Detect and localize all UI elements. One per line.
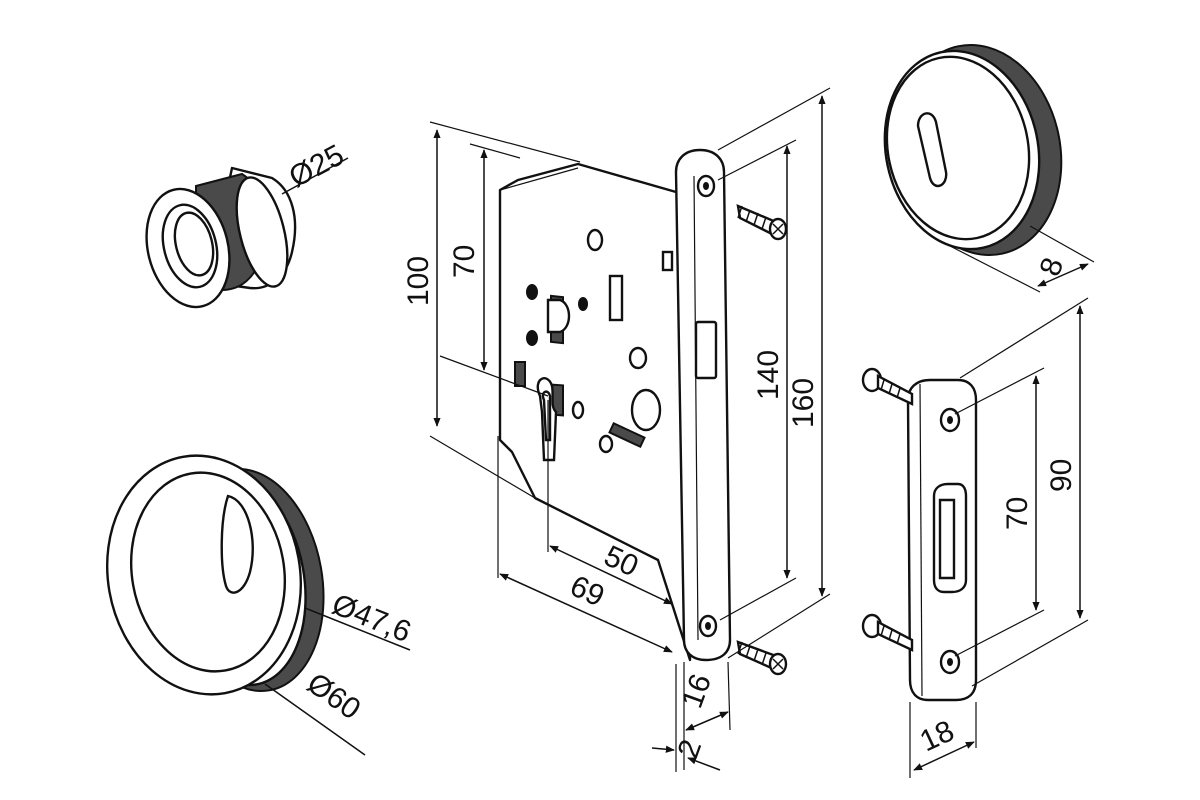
screw-top	[736, 204, 788, 241]
dim-label-strike-hole-spacing: 70	[1001, 497, 1034, 530]
dim-label-faceplate-inner: 140	[752, 350, 785, 400]
slot-rosette-part	[883, 43, 1063, 257]
dim-body-height: 100	[402, 121, 581, 499]
dim-label-strike-height: 90	[1045, 459, 1078, 492]
dim-faceplate-inner: 140	[717, 139, 797, 621]
dim-inner-height: 70	[439, 143, 549, 397]
dim-faceplate-outer: 160	[717, 87, 831, 659]
lock-body-part	[498, 148, 788, 676]
strike-screw-bottom	[861, 613, 914, 652]
dim-label-faceplate-outer: 160	[787, 378, 820, 428]
dim-strike-width: 18	[909, 702, 977, 778]
dim-cyl-diameter: Ø25	[281, 138, 350, 195]
large-rosette-part	[105, 454, 325, 696]
dim-label-inner-diameter: Ø47,6	[327, 588, 415, 649]
strike-plate-part	[861, 367, 978, 702]
dim-strike-hole-spacing: 70	[954, 367, 1045, 657]
dim-label-body-height: 100	[402, 256, 435, 306]
dim-label-rosette-depth: 8	[1034, 253, 1071, 280]
screw-bottom	[736, 640, 788, 676]
strike-screw-top	[861, 367, 914, 406]
dim-label-inner-height: 70	[448, 245, 481, 278]
dim-label-cyl-diameter: Ø25	[284, 138, 350, 194]
dim-label-faceplate-thickness: 2	[672, 735, 709, 762]
dim-strike-height: 90	[959, 297, 1089, 687]
dim-label-faceplate-width: 16	[676, 670, 718, 713]
small-cylinder-part	[145, 166, 297, 309]
